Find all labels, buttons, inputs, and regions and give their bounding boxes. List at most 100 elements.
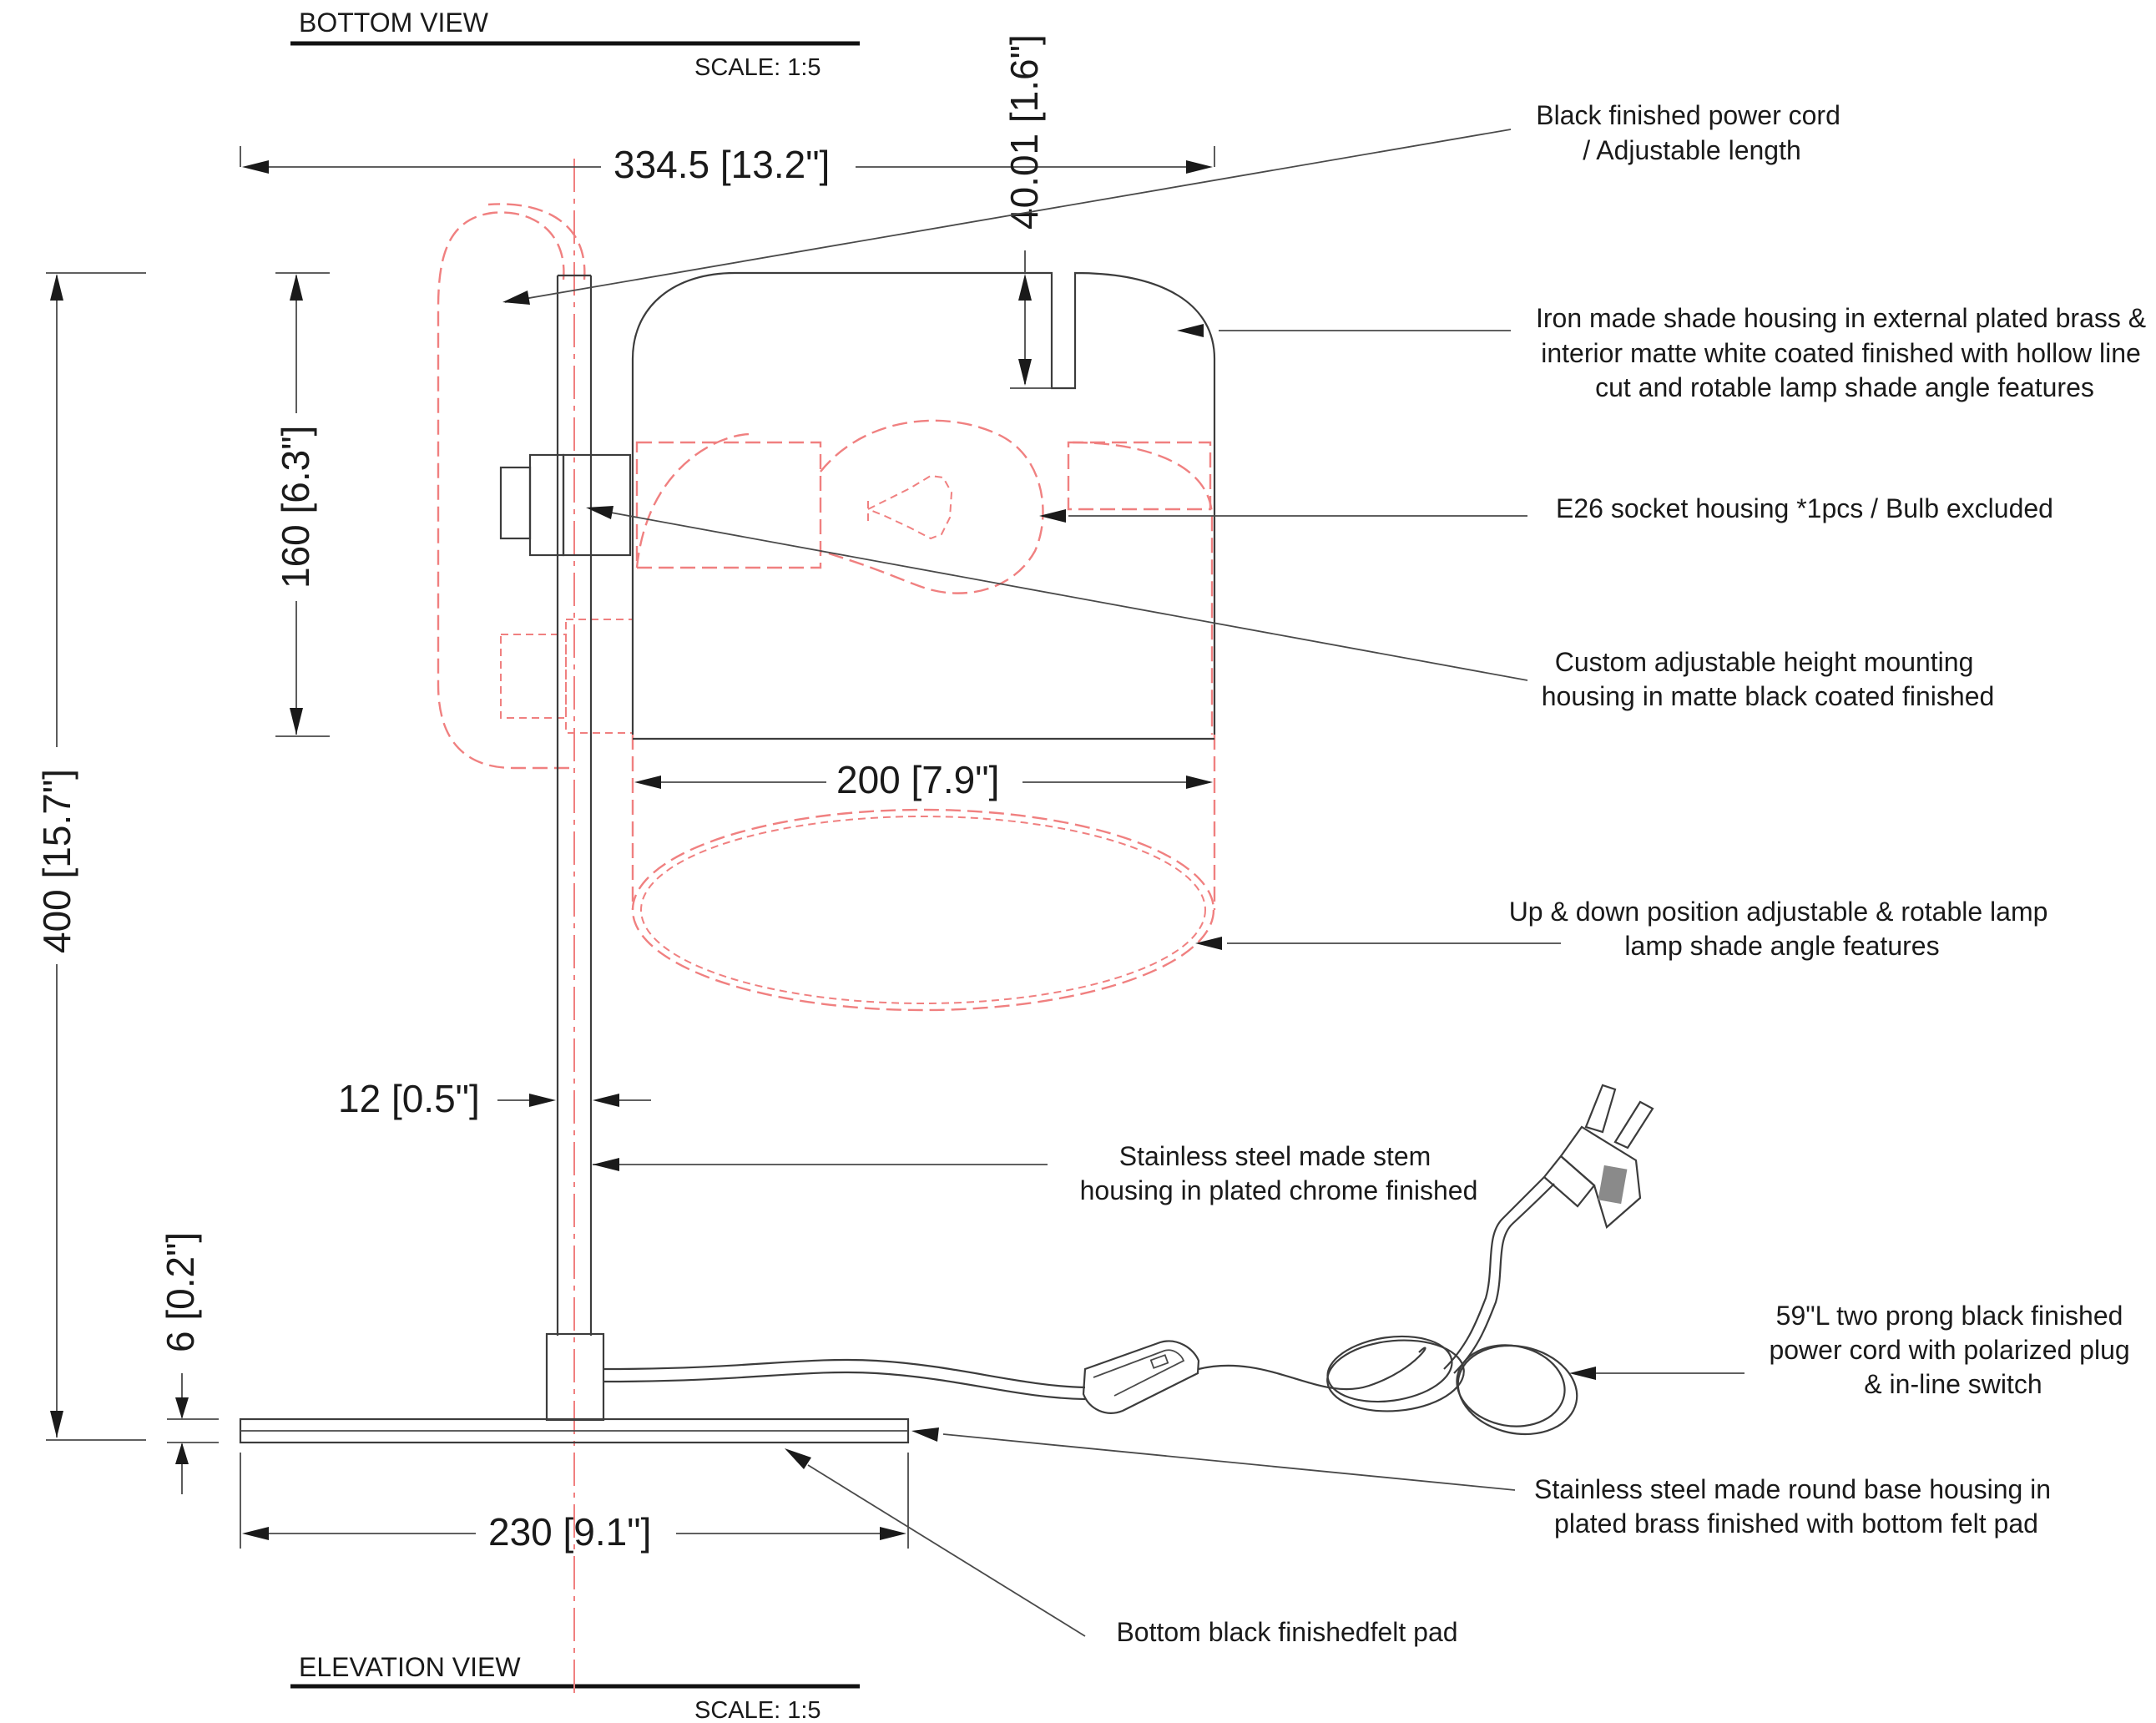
cord-to-plug-2	[1453, 1183, 1555, 1374]
note-stem-line1: Stainless steel made stem	[1119, 1141, 1431, 1171]
width-arrow-right	[1186, 160, 1213, 174]
note-stem: Stainless steel made stem housing in pla…	[1080, 1141, 1478, 1205]
bulb-filament-hidden	[866, 474, 953, 540]
note-shade-housing-line2: interior matte white coated finished wit…	[1541, 338, 2141, 368]
shade-position-arrow	[1195, 937, 1222, 950]
dimension-lines: 334.5 [13.2"] 40.01 [1.6"] 160 [6.3"] 40…	[35, 34, 1215, 1554]
socket-housing-hidden	[635, 441, 822, 569]
bottom-view-scale: SCALE: 1:5	[694, 1697, 821, 1723]
note-cord-plug-line3: & in-line switch	[1864, 1369, 2042, 1399]
base-arrow-right	[880, 1527, 906, 1540]
note-cord-plug-line1: 59"L two prong black finished	[1776, 1301, 2123, 1331]
base-arrow-left	[242, 1527, 269, 1540]
width-arrow-left	[242, 160, 269, 174]
dim-slot-depth: 40.01 [1.6"]	[1002, 34, 1046, 230]
thick-arrow-bottom	[175, 1443, 189, 1464]
note-base: Stainless steel made round base housing …	[1534, 1474, 2058, 1539]
height-arrow-top	[50, 274, 63, 301]
top-view-title-block: BOTTOM VIEW SCALE: 1:5	[290, 8, 860, 81]
inline-switch-button	[1149, 1354, 1169, 1369]
alternate-position-hidden-lines	[437, 159, 1216, 1695]
stem-arrow-left	[529, 1094, 556, 1107]
cord-loop-inner-hidden	[487, 203, 586, 280]
note-mounting-line2: housing in matte black coated finished	[1542, 681, 1995, 711]
lower-mount-clamp-hidden	[500, 634, 567, 719]
felt-pad-arrow	[785, 1448, 811, 1469]
mounting-arrow	[586, 506, 613, 519]
power-cord-lower	[603, 1371, 1086, 1401]
plug-prong-2	[1613, 1100, 1654, 1150]
shade-arrow-left	[634, 776, 661, 789]
note-power-cord: Black finished power cord / Adjustable l…	[1536, 100, 1848, 165]
note-felt-pad: Bottom black finishedfelt pad	[1116, 1617, 1457, 1647]
shade-left-arc-hidden	[635, 432, 752, 568]
note-stem-line2: housing in plated chrome finished	[1080, 1175, 1478, 1205]
note-shade-housing: Iron made shade housing in external plat…	[1536, 303, 2153, 402]
lower-mount-block-hidden	[565, 619, 634, 734]
plug-body	[1559, 1125, 1642, 1229]
base-arrow	[911, 1427, 939, 1442]
note-felt-pad-line1: Bottom black finishedfelt pad	[1116, 1617, 1457, 1647]
note-cord-plug: 59"L two prong black finished power cord…	[1769, 1301, 2137, 1399]
dim-base-thickness: 6 [0.2"]	[159, 1232, 202, 1352]
power-cord-upper	[603, 1358, 1086, 1389]
plug-grip-texture	[1598, 1165, 1628, 1205]
note-shade-housing-line1: Iron made shade housing in external plat…	[1536, 303, 2146, 333]
lamp-elevation	[239, 271, 1654, 1444]
dim-overall-width: 334.5 [13.2"]	[613, 143, 830, 186]
inline-switch	[1082, 1340, 1200, 1414]
plug-prong-1	[1584, 1084, 1617, 1134]
note-power-cord-line2: / Adjustable length	[1583, 135, 1801, 165]
mount-arrow-top	[290, 274, 303, 301]
note-socket: E26 socket housing *1pcs / Bulb excluded	[1556, 493, 2053, 523]
callout-notes: Black finished power cord / Adjustable l…	[1080, 100, 2153, 1647]
note-base-line2: plated brass finished with bottom felt p…	[1554, 1508, 2038, 1539]
note-mounting: Custom adjustable height mounting housin…	[1542, 647, 1995, 711]
power-cord-leader	[504, 129, 1512, 303]
cord-coil-loop-3	[1456, 1344, 1566, 1427]
cord-coil-loop-2	[1326, 1339, 1465, 1412]
power-cord-arrow	[502, 291, 530, 305]
height-arrow-bottom	[50, 1411, 63, 1438]
top-view-title: BOTTOM VIEW	[299, 8, 489, 38]
cord-coil-loop-4	[1457, 1344, 1578, 1436]
bottom-view-title: ELEVATION VIEW	[299, 1652, 521, 1682]
callout-leaders	[502, 129, 1744, 1637]
stem-callout-arrow	[593, 1158, 619, 1171]
note-shade-position: Up & down position adjustable & rotable …	[1509, 897, 2056, 961]
note-base-line1: Stainless steel made round base housing …	[1534, 1474, 2051, 1504]
note-shade-housing-line3: cut and rotable lamp shade angle feature…	[1595, 372, 2094, 402]
socket-arrow	[1039, 509, 1066, 523]
dim-shade-diameter: 200 [7.9"]	[836, 758, 999, 801]
mount-arrow-bottom	[290, 708, 303, 735]
thick-arrow-top	[175, 1397, 189, 1419]
dim-stem-diameter: 12 [0.5"]	[338, 1077, 480, 1120]
shade-slot-hidden	[1067, 441, 1212, 511]
note-cord-plug-line2: power cord with polarized plug	[1769, 1335, 2129, 1365]
note-power-cord-line1: Black finished power cord	[1536, 100, 1840, 130]
mount-knob	[499, 466, 532, 540]
slot-arrow-bottom	[1018, 359, 1032, 386]
note-socket-line1: E26 socket housing *1pcs / Bulb excluded	[1556, 493, 2053, 523]
note-shade-position-line1: Up & down position adjustable & rotable …	[1509, 897, 2048, 927]
note-mounting-line1: Custom adjustable height mounting	[1555, 647, 1974, 677]
cord-plug-arrow	[1569, 1367, 1596, 1380]
felt-pad-leader	[807, 1464, 1086, 1637]
cord-to-plug-1	[1443, 1176, 1545, 1370]
top-view-scale: SCALE: 1:5	[694, 54, 821, 81]
dim-overall-height: 400 [15.7"]	[35, 769, 78, 953]
mount-block	[562, 453, 632, 557]
shade-right-top-hidden	[1072, 441, 1214, 735]
dim-mount-height: 160 [6.3"]	[274, 426, 317, 589]
shade-arrow-right	[1186, 776, 1213, 789]
dim-base-diameter: 230 [9.1"]	[488, 1510, 651, 1554]
stem-arrow-right	[593, 1094, 619, 1107]
bulb-outline-hidden	[820, 419, 1044, 594]
shade-housing-arrow	[1177, 324, 1204, 337]
cord-to-coil	[1198, 1347, 1426, 1391]
cord-loop-hidden	[437, 211, 576, 770]
shade-bottom-ellipse-inner-hidden	[640, 816, 1206, 1004]
shade-housing-outline	[631, 271, 1216, 735]
base-leader	[942, 1433, 1516, 1491]
